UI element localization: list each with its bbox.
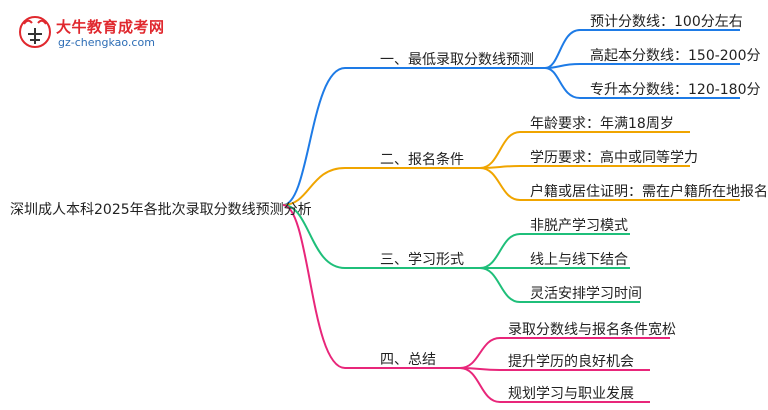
branch-3-child-3: 灵活安排学习时间 <box>530 286 642 302</box>
mindmap-connectors <box>282 29 740 403</box>
branch-2-connector <box>282 167 480 206</box>
branch-1-connector <box>282 67 545 206</box>
branch-3-child-3-connector <box>479 267 640 303</box>
branch-4-child-2: 提升学历的良好机会 <box>508 354 634 370</box>
logo-title: 大牛教育成考网 <box>56 18 165 36</box>
branch-1-child-1-connector <box>544 29 740 69</box>
branch-1-child-1: 预计分数线：100分左右 <box>590 14 743 30</box>
branch-1-child-3: 专升本分数线：120-180分 <box>590 82 761 98</box>
branch-3-child-2: 线上与线下结合 <box>530 252 628 268</box>
branch-3-connector <box>282 204 480 269</box>
branch-2-child-3: 户籍或居住证明：需在户籍所在地报名 <box>530 184 768 200</box>
branch-1-child-2: 高起本分数线：150-200分 <box>590 48 761 64</box>
branch-4-child-3-connector <box>459 367 650 403</box>
branch-4-child-1-connector <box>459 337 670 369</box>
branch-3-child-1: 非脱产学习模式 <box>530 218 628 234</box>
branch-3-label: 三、学习形式 <box>380 252 464 268</box>
bull-logo-icon <box>19 16 51 48</box>
branch-1-child-3-connector <box>544 67 740 99</box>
branch-4-child-3: 规划学习与职业发展 <box>508 386 634 402</box>
branch-4-label: 四、总结 <box>380 352 436 368</box>
branch-2-child-1: 年龄要求：年满18周岁 <box>530 116 674 132</box>
branch-1-label: 一、最低录取分数线预测 <box>380 52 534 68</box>
branch-3-child-1-connector <box>479 233 630 269</box>
branch-2-label: 二、报名条件 <box>380 152 464 168</box>
logo-url[interactable]: gz-chengkao.com <box>58 36 155 49</box>
branch-2-child-3-connector <box>479 167 740 201</box>
root-topic: 深圳成人本科2025年各批次录取分数线预测分析 <box>10 202 312 218</box>
site-logo[interactable]: 大牛教育成考网 gz-chengkao.com <box>18 14 168 54</box>
branch-2-child-1-connector <box>479 131 690 169</box>
branch-4-child-1: 录取分数线与报名条件宽松 <box>508 322 676 338</box>
branch-4-connector <box>282 204 460 369</box>
branch-2-child-2: 学历要求：高中或同等学力 <box>530 150 698 166</box>
